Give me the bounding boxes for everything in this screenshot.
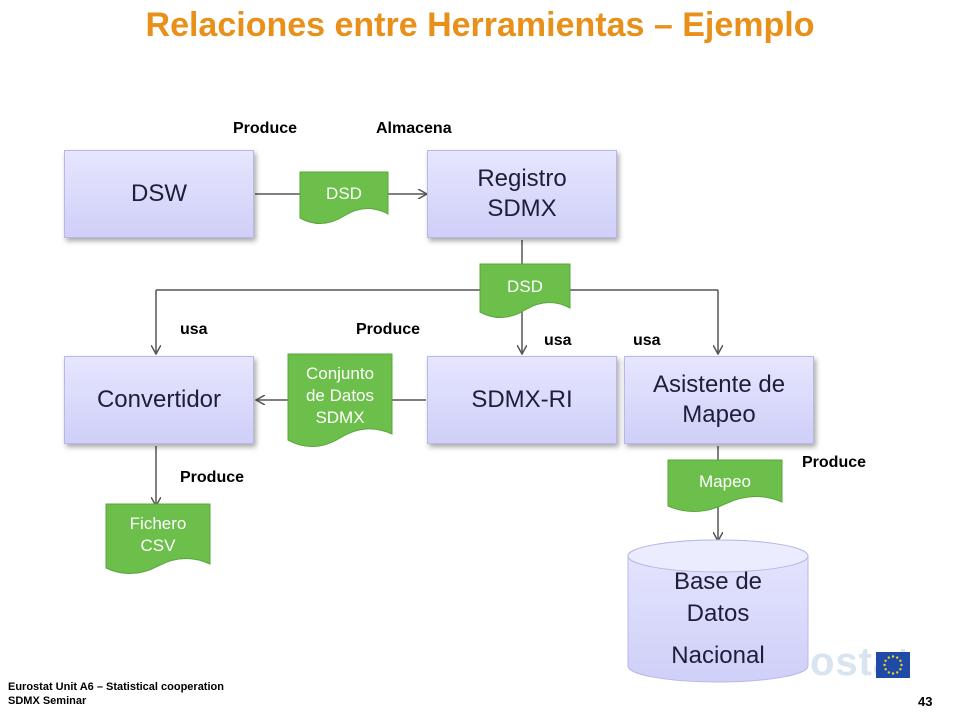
doc-fichero-line1: Fichero [129, 514, 187, 533]
label-produce-asistente: Produce [802, 454, 867, 471]
doc-mapeo: Mapeo [667, 459, 783, 514]
node-convertidor: Convertidor [64, 356, 254, 444]
node-base-line2: Datos [686, 600, 750, 627]
footer-line1: Eurostat Unit A6 – Statistical cooperati… [8, 681, 224, 693]
label-usa-left: usa [180, 321, 208, 338]
label-almacena: Almacena [376, 120, 452, 137]
doc-conjunto-line2: de Datos [305, 386, 375, 405]
node-registro-line1: Registro [477, 165, 567, 192]
doc-mapeo-label: Mapeo [699, 472, 751, 491]
label-produce-convertidor: Produce [180, 469, 245, 486]
page-number: 43 [918, 694, 933, 709]
node-base-datos: Base de Datos Nacional [628, 566, 808, 672]
node-asistente-mapeo: Asistente de Mapeo [624, 356, 814, 444]
doc-conjunto-line1: Conjunto [305, 364, 375, 383]
node-base-line3: Nacional [671, 642, 765, 669]
doc-conjunto-datos: Conjunto de Datos SDMX [287, 353, 393, 450]
doc-dsd-top-label: DSD [326, 184, 362, 203]
node-asistente-line1: Asistente de [652, 371, 786, 398]
label-usa-asistente: usa [633, 332, 661, 349]
node-registro-sdmx: Registro SDMX [427, 150, 617, 238]
node-dsw-label: DSW [131, 180, 187, 207]
footer-line2: SDMX Seminar [8, 695, 87, 707]
node-asistente-line2: Mapeo [682, 401, 756, 428]
node-sdmx-ri: SDMX-RI [427, 356, 617, 444]
eu-flag-icon [876, 652, 910, 678]
doc-dsd-top: DSD [299, 171, 389, 226]
page-title: Relaciones entre Herramientas – Ejemplo [145, 6, 815, 44]
node-registro-line2: SDMX [487, 195, 557, 222]
node-base-line1: Base de [673, 568, 763, 595]
node-convertidor-label: Convertidor [96, 386, 222, 413]
doc-fichero-csv: Fichero CSV [105, 503, 211, 578]
doc-dsd-mid: DSD [479, 263, 571, 320]
doc-conjunto-line3: SDMX [315, 408, 365, 427]
database-cylinder [627, 539, 809, 683]
node-dsw: DSW [64, 150, 254, 238]
label-produce-mid: Produce [356, 321, 421, 338]
footer: Eurostat Unit A6 – Statistical cooperati… [8, 680, 224, 708]
label-usa-sdmx-ri: usa [544, 332, 572, 349]
doc-fichero-line2: CSV [140, 536, 176, 555]
label-produce-top: Produce [233, 120, 298, 137]
node-sdmx-ri-label: SDMX-RI [471, 386, 573, 413]
doc-dsd-mid-label: DSD [507, 277, 543, 296]
